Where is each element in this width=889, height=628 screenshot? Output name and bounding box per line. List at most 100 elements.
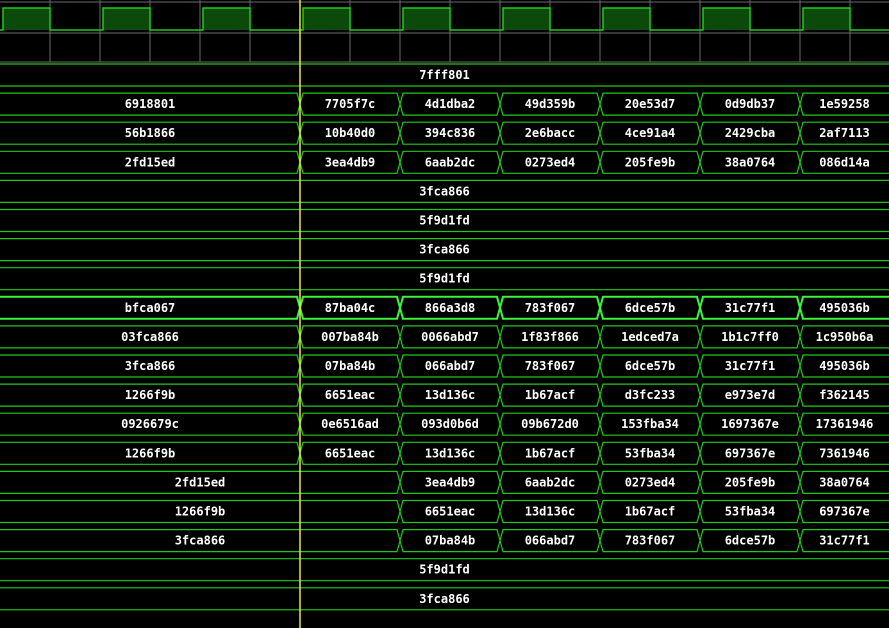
bus-signal-row[interactable]: 5f9d1fd <box>0 558 889 582</box>
bus-segment <box>399 354 501 378</box>
bus-segment <box>699 354 801 378</box>
bus-value-label: 1266f9b <box>125 446 176 460</box>
bus-signal-row[interactable]: 5f9d1fd <box>0 267 889 291</box>
bus-segment <box>599 383 701 407</box>
bus-segment <box>599 150 701 174</box>
bus-segment <box>799 412 889 436</box>
bus-value-label: 783f067 <box>525 359 576 373</box>
bus-segment <box>399 383 501 407</box>
clock-high-pulse <box>303 8 350 30</box>
bus-value-label: 31c77f1 <box>725 301 776 315</box>
bus-value-label: 53fba34 <box>625 446 676 460</box>
bus-value-label: 783f067 <box>525 301 576 315</box>
bus-segment <box>599 412 701 436</box>
bus-value-label: 205fe9b <box>625 155 676 169</box>
bus-segment <box>599 295 701 320</box>
bus-value-label: 3ea4db9 <box>425 475 476 489</box>
bus-value-label: 2e6bacc <box>525 126 576 140</box>
bus-segment <box>699 383 801 407</box>
bus-value-label: 066abd7 <box>525 534 576 548</box>
bus-value-label: 13d136c <box>425 388 476 402</box>
bus-segment <box>0 470 401 494</box>
clock-high-pulse <box>703 8 750 30</box>
bus-value-label: 6dce57b <box>625 301 676 315</box>
bus-signal-row[interactable]: 3fca866 <box>0 179 889 203</box>
bus-value-label: 1e59258 <box>819 97 870 111</box>
bus-segment <box>0 179 889 203</box>
bus-value-label: 866a3d8 <box>425 301 476 315</box>
bus-value-label: 6651eac <box>425 505 476 519</box>
bus-value-label: 20e53d7 <box>625 97 676 111</box>
clock-high-pulse <box>403 8 450 30</box>
bus-value-label: 5f9d1fd <box>419 214 470 228</box>
bus-segment <box>699 529 801 553</box>
bus-segment <box>499 412 601 436</box>
bus-segment <box>299 441 401 465</box>
bus-value-label: 0926679c <box>121 417 179 431</box>
bus-signal-row[interactable]: 3fca866 <box>0 238 889 262</box>
bus-value-label: 3fca866 <box>419 184 470 198</box>
bus-value-label: 3fca866 <box>125 359 176 373</box>
bus-value-label: f362145 <box>819 388 870 402</box>
bus-signal-row[interactable]: 5f9d1fd <box>0 208 889 233</box>
bus-segment <box>499 383 601 407</box>
bus-segment <box>399 150 501 174</box>
bus-segment <box>0 92 301 116</box>
clock-high-pulse <box>3 8 50 30</box>
bus-segment <box>399 295 501 320</box>
bus-value-label: 87ba04c <box>325 301 376 315</box>
bus-segment <box>799 383 889 407</box>
clock-high-pulse <box>103 8 150 30</box>
bus-value-label: 086d14a <box>819 155 870 169</box>
bus-segment <box>799 325 889 349</box>
clock-signal[interactable] <box>0 7 889 31</box>
bus-signal-row[interactable]: 3fca866 <box>0 587 889 611</box>
bus-segment <box>699 470 801 494</box>
bus-segment <box>0 63 889 87</box>
bus-value-label: 09b672d0 <box>521 417 579 431</box>
bus-segment <box>499 325 601 349</box>
bus-segment <box>499 441 601 465</box>
bus-segment <box>499 470 601 494</box>
bus-value-label: 31c77f1 <box>819 534 870 548</box>
bus-segment <box>599 529 701 553</box>
bus-segment <box>399 121 501 145</box>
bus-segment <box>0 558 889 582</box>
bus-value-label: 5f9d1fd <box>419 563 470 577</box>
bus-segment <box>799 470 889 494</box>
bus-value-label: 4d1dba2 <box>425 97 476 111</box>
bus-segment <box>399 325 501 349</box>
bus-segment <box>399 441 501 465</box>
bus-value-label: 495036b <box>819 301 870 315</box>
bus-segment <box>599 325 701 349</box>
bus-value-label: 0d9db37 <box>725 97 776 111</box>
bus-value-label: 31c77f1 <box>725 359 776 373</box>
bus-segment <box>599 470 701 494</box>
bus-value-label: 3fca866 <box>419 592 470 606</box>
bus-value-label: 4ce91a4 <box>625 126 676 140</box>
bus-segment <box>0 529 401 553</box>
bus-segment <box>599 354 701 378</box>
bus-segment <box>699 412 801 436</box>
bus-segment <box>699 92 801 116</box>
bus-value-label: 13d136c <box>425 446 476 460</box>
bus-segment <box>299 412 401 436</box>
bus-value-label: 495036b <box>819 359 870 373</box>
bus-value-label: e973e7d <box>725 388 776 402</box>
bus-signal-row[interactable]: 7fff801 <box>0 63 889 87</box>
